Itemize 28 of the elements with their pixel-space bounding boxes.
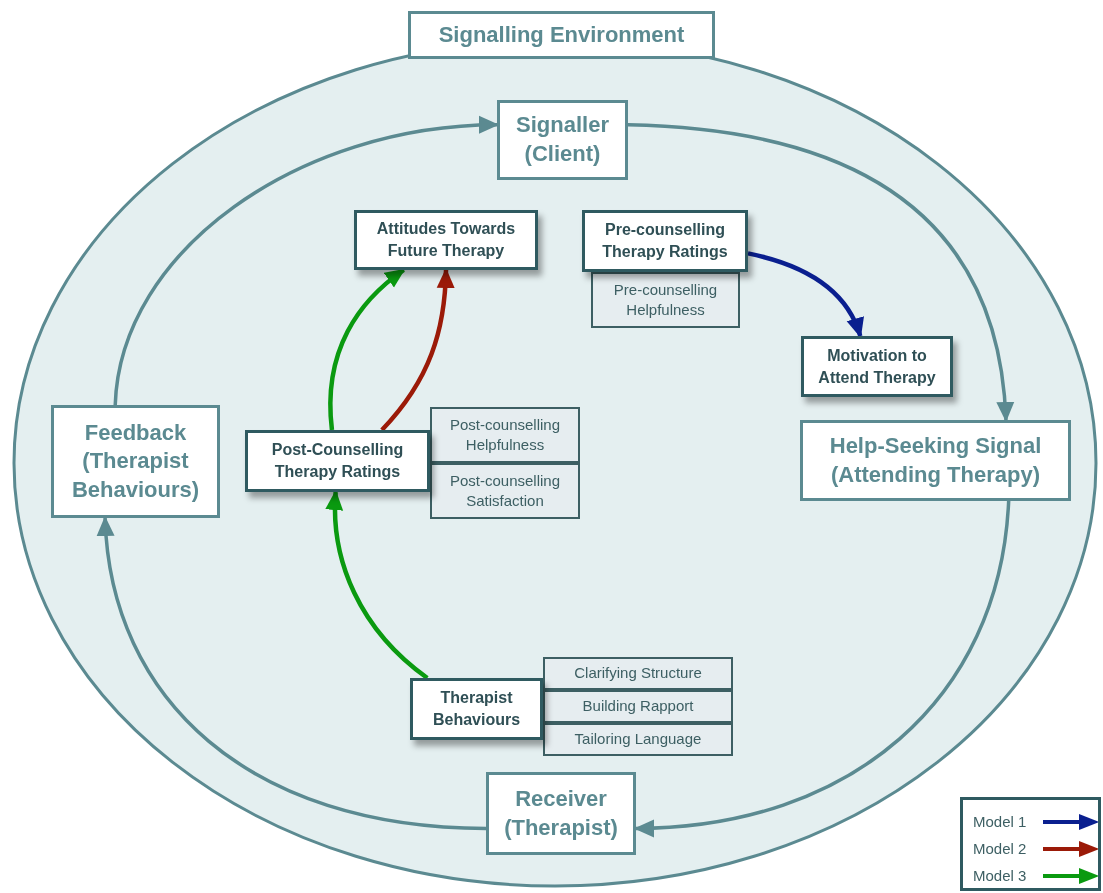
node-box: Help-Seeking Signal (Attending Therapy) xyxy=(800,420,1071,501)
title-box: Signalling Environment xyxy=(408,11,715,59)
legend-label: Model 3 xyxy=(973,867,1028,884)
arrow xyxy=(328,268,406,431)
node-box: Post-Counselling Therapy Ratings xyxy=(245,430,430,492)
arrow xyxy=(380,268,455,432)
arrow xyxy=(113,116,499,406)
attribute-box: Post-counselling Helpfulness xyxy=(430,407,580,463)
attribute-box: Tailoring Language xyxy=(543,723,733,756)
arrow xyxy=(627,123,1014,422)
node-box: Attitudes Towards Future Therapy xyxy=(354,210,538,270)
node-box: Pre-counselling Therapy Ratings xyxy=(582,210,748,272)
node-box: Receiver (Therapist) xyxy=(486,772,636,855)
node-box: Signaller (Client) xyxy=(497,100,628,180)
attribute-box: Post-counselling Satisfaction xyxy=(430,463,580,519)
arrow xyxy=(325,490,429,680)
node-box: Feedback (Therapist Behaviours) xyxy=(51,405,220,518)
arrow xyxy=(634,500,1011,837)
legend-label: Model 2 xyxy=(973,840,1028,857)
arrow xyxy=(747,251,864,338)
node-box: Motivation to Attend Therapy xyxy=(801,336,953,397)
attribute-box: Pre-counselling Helpfulness xyxy=(591,272,740,328)
attribute-box: Clarifying Structure xyxy=(543,657,733,690)
arrow xyxy=(97,516,487,831)
node-box: Therapist Behaviours xyxy=(410,678,543,740)
attribute-box: Building Rapport xyxy=(543,690,733,723)
environment-ellipse xyxy=(12,11,1098,890)
legend-label: Model 1 xyxy=(973,813,1028,830)
